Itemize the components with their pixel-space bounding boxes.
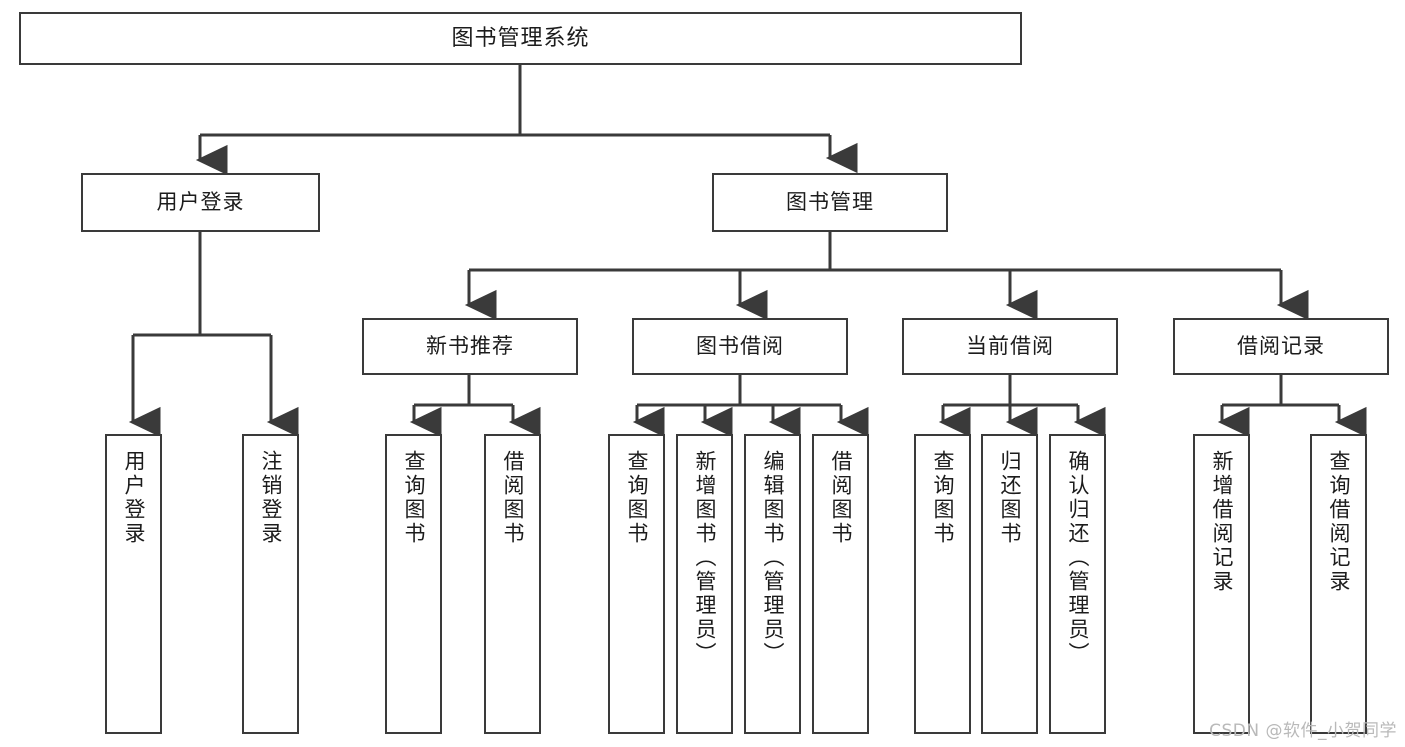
watermark: CSDN @软件_小贺同学 (1209, 721, 1397, 741)
node-label: 借阅记录 (1237, 334, 1325, 359)
node-label: 查询图书 (625, 450, 650, 546)
node-label: 借阅图书 (501, 450, 526, 546)
node-label: 用户登录 (156, 190, 245, 215)
node-label: 注销登录 (259, 450, 284, 546)
node-label: 当前借阅 (966, 334, 1054, 359)
leaf-current-return-book[interactable]: 归还图书 (981, 434, 1038, 734)
node-label: 确认归还（管理员） (1066, 450, 1091, 666)
leaf-current-confirm-return-admin[interactable]: 确认归还（管理员） (1049, 434, 1106, 734)
node-label: 查询图书 (402, 450, 427, 546)
node-label: 新增图书（管理员） (693, 450, 718, 666)
node-current-borrow[interactable]: 当前借阅 (902, 318, 1118, 375)
leaf-borrow-edit-book-admin[interactable]: 编辑图书（管理员） (744, 434, 801, 734)
leaf-borrow-add-book-admin[interactable]: 新增图书（管理员） (676, 434, 733, 734)
node-borrow-record[interactable]: 借阅记录 (1173, 318, 1389, 375)
node-label: 用户登录 (122, 450, 147, 546)
node-label: 归还图书 (998, 450, 1023, 546)
node-label: 编辑图书（管理员） (761, 450, 786, 666)
node-label: 新书推荐 (426, 334, 514, 359)
node-label: 查询借阅记录 (1327, 450, 1352, 594)
leaf-user-login-logout[interactable]: 注销登录 (242, 434, 299, 734)
leaf-user-login-login[interactable]: 用户登录 (105, 434, 162, 734)
node-label: 图书管理系统 (451, 25, 590, 51)
node-label: 新增借阅记录 (1210, 450, 1235, 594)
leaf-record-add-record[interactable]: 新增借阅记录 (1193, 434, 1250, 734)
node-label: 图书借阅 (696, 334, 784, 359)
node-label: 图书管理 (786, 190, 874, 215)
leaf-record-query-record[interactable]: 查询借阅记录 (1310, 434, 1367, 734)
leaf-recommend-borrow-book[interactable]: 借阅图书 (484, 434, 541, 734)
leaf-recommend-query-book[interactable]: 查询图书 (385, 434, 442, 734)
leaf-current-query-book[interactable]: 查询图书 (914, 434, 971, 734)
node-user-login[interactable]: 用户登录 (81, 173, 320, 232)
leaf-borrow-query-book[interactable]: 查询图书 (608, 434, 665, 734)
leaf-borrow-borrow-book[interactable]: 借阅图书 (812, 434, 869, 734)
node-book-borrow[interactable]: 图书借阅 (632, 318, 848, 375)
node-label: 查询图书 (931, 450, 956, 546)
node-new-book-recommend[interactable]: 新书推荐 (362, 318, 578, 375)
node-root-system[interactable]: 图书管理系统 (19, 12, 1022, 65)
node-book-management[interactable]: 图书管理 (712, 173, 948, 232)
node-label: 借阅图书 (829, 450, 854, 546)
